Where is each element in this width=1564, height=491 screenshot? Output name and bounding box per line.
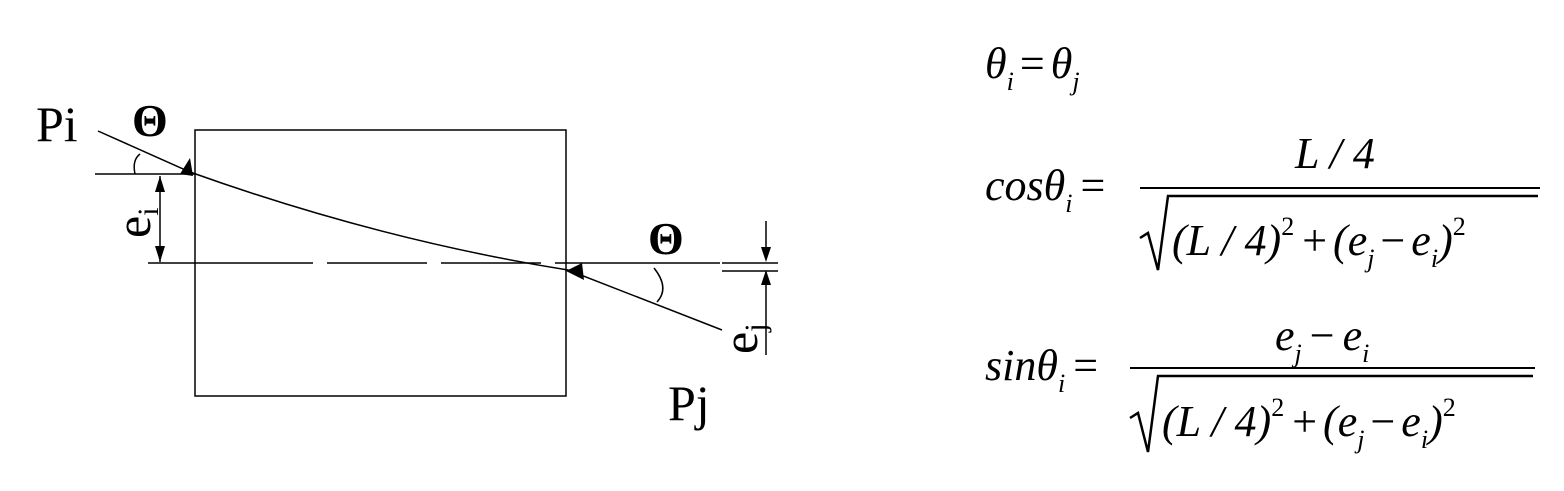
tendon-curve (97, 130, 723, 331)
cos-numerator: L / 4 (1294, 129, 1375, 178)
angle-arc-j (653, 267, 664, 303)
ej-dimension (722, 221, 778, 355)
sin-sqrt-sign (1129, 374, 1533, 453)
equation-cos-theta: cosθi= L / 4 (L / 4)2+(ej−ei)2 (985, 129, 1540, 273)
label-pi: Pi (36, 96, 78, 152)
equation-theta-equality: θi=θj (985, 39, 1080, 96)
svg-text:ej: ej (712, 323, 772, 354)
sin-denominator: (L / 4)2+(ej−ei)2 (1162, 393, 1456, 454)
label-pj: Pj (668, 375, 710, 431)
svg-text:ei: ei (105, 207, 165, 238)
label-ei: ei (105, 207, 165, 238)
load-arrowhead-j (566, 263, 584, 280)
ei-dimension (155, 176, 165, 262)
label-ej: ej (712, 323, 772, 354)
load-arrowhead-i (180, 158, 193, 176)
label-theta-i: Θ (132, 95, 168, 146)
cos-sqrt-sign (1139, 194, 1538, 271)
equations: θi=θj cosθi= L / 4 (L / 4)2+(ej−ei)2 sin… (985, 39, 1540, 454)
equation-sin-theta: sinθi= ej−ei (L / 4)2+(ej−ei)2 (985, 311, 1535, 454)
cos-denominator: (L / 4)2+(ej−ei)2 (1172, 212, 1466, 273)
svg-text:cosθi=: cosθi= (985, 161, 1105, 218)
label-theta-j: Θ (648, 213, 684, 264)
svg-text:θi=θj: θi=θj (985, 39, 1080, 96)
sin-numerator: ej−ei (1275, 311, 1369, 368)
svg-text:sinθi=: sinθi= (985, 341, 1098, 398)
angle-arc-i (133, 153, 141, 175)
beam-diagram: Pi Θ Pj Θ ei ej (36, 95, 778, 431)
